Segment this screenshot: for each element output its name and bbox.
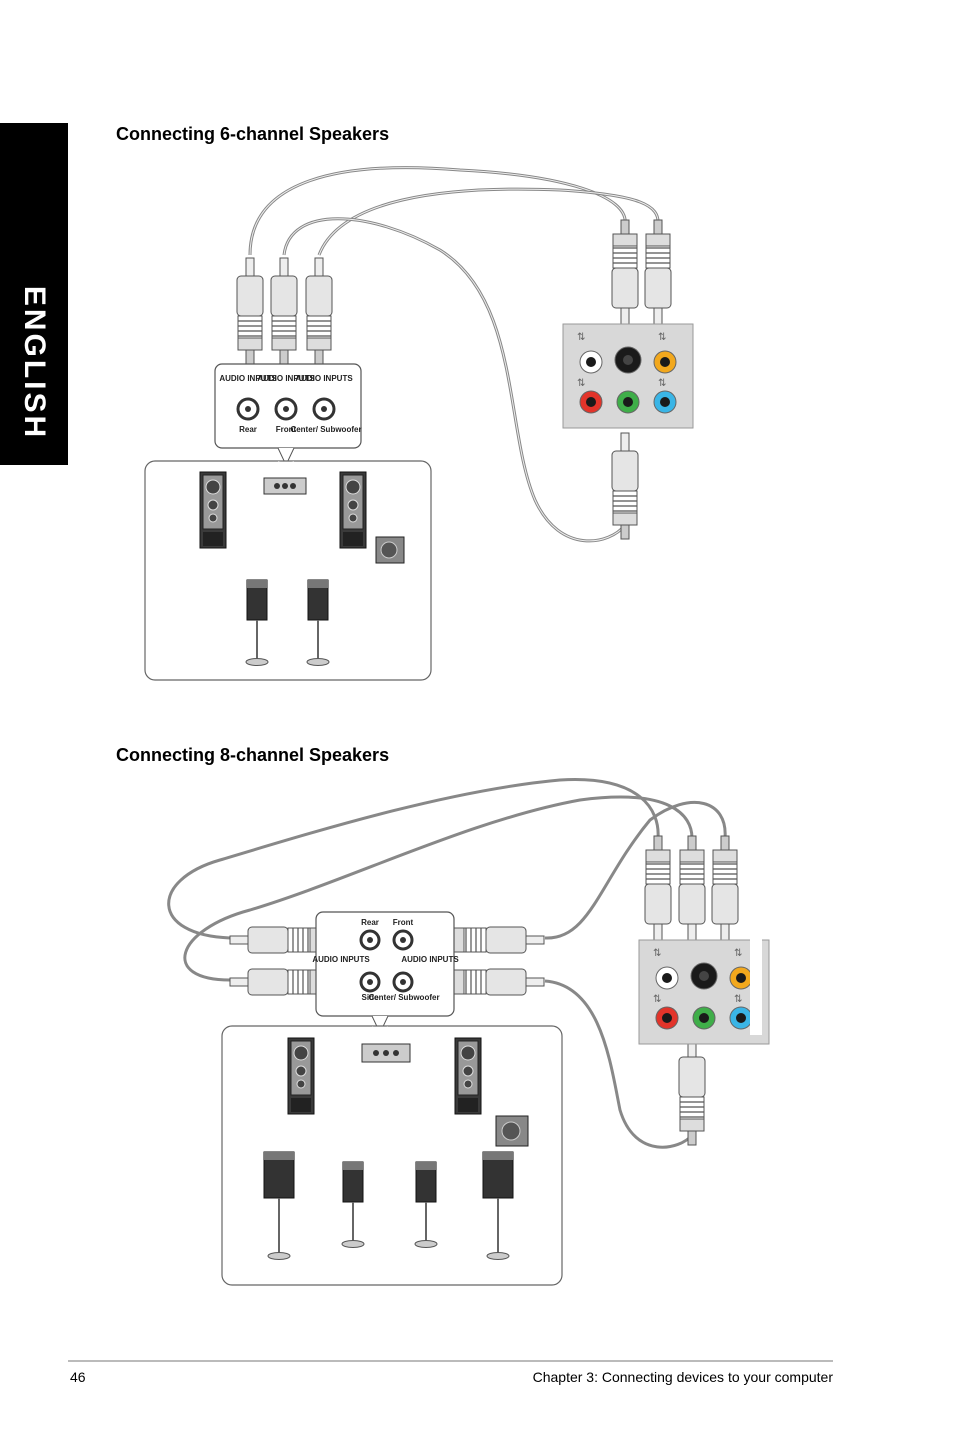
chapter-footer: Chapter 3: Connecting devices to your co… (532, 1369, 833, 1385)
eight-ch-label-side: Side (362, 993, 379, 1002)
eight-ch-header-left: AUDIO INPUTS (312, 955, 370, 964)
six-ch-header-3: AUDIO INPUTS (295, 374, 353, 383)
eight-ch-header-right: AUDIO INPUTS (401, 955, 459, 964)
six-channel-diagram (144, 166, 694, 681)
eight-ch-label-front: Front (393, 918, 414, 927)
section-title-8-channel: Connecting 8-channel Speakers (116, 745, 390, 765)
language-side-tab: ENGLISH (0, 123, 68, 465)
six-ch-header-2: AUDIO INPUTS (257, 374, 315, 383)
six-channel-audio-panel (562, 323, 694, 429)
eight-channel-audio-panel (638, 939, 770, 1045)
six-ch-label-center: Center/ Subwoofer (290, 425, 361, 434)
eight-channel-diagram (167, 778, 770, 1286)
six-ch-label-rear: Rear (239, 425, 257, 434)
footer-rule (68, 1360, 833, 1362)
eight-ch-label-center: Center/ Subwoofer (368, 993, 439, 1002)
six-ch-header-1: AUDIO INPUTS (219, 374, 277, 383)
eight-ch-label-rear: Rear (361, 918, 379, 927)
page-number: 46 (70, 1369, 86, 1385)
six-ch-label-front: Front (276, 425, 297, 434)
section-title-6-channel: Connecting 6-channel Speakers (116, 124, 390, 144)
